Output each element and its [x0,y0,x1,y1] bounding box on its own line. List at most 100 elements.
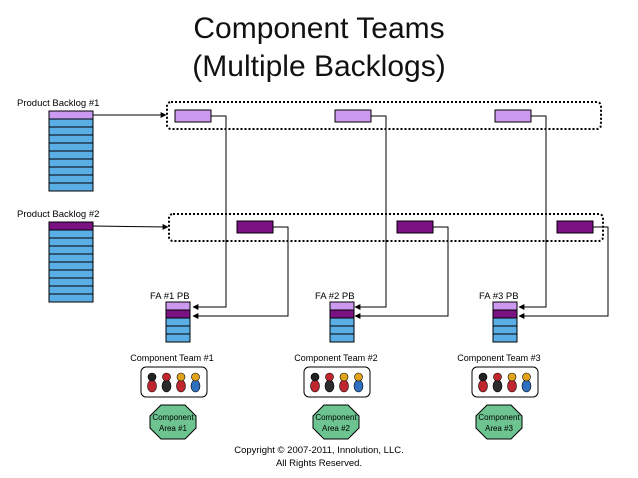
team3-pb-row-4 [492,325,518,335]
team2-person-1-head [310,372,320,382]
pb1-row-1 [48,110,94,120]
component-area-2-octagon [312,404,360,440]
team3-label: Component Team #3 [457,353,540,363]
component-area-2-line2: Area #2 [322,424,351,433]
component-area-1: Component Area #1 [149,404,197,440]
feature-row-1-container [166,101,602,130]
team2-person-2-head [325,372,334,382]
diagram-title-line1: Component Teams [193,12,444,45]
pb1-row-9 [48,174,94,184]
pb1-row-7 [48,158,94,168]
copyright-line2: All Rights Reserved. [276,458,362,469]
team1-person-4-body [190,379,201,393]
team1-person-3-body [176,379,186,393]
team3-members-box [471,366,539,398]
team2-pb-row-2 [329,309,355,319]
team1-person-2-body [161,379,172,393]
pb2-row-7 [48,269,94,279]
component-area-3: Component Area #3 [475,404,523,440]
team1-pb-row-2 [165,309,191,319]
team3-person-4 [521,372,532,393]
pb1-row-2 [48,118,94,128]
product-backlog-1-stack [48,110,94,192]
team3-frame [471,366,539,398]
pb1-row-10 [48,182,94,192]
pb2-row-4 [48,245,94,255]
team3-pb-row-5 [492,333,518,343]
team3-person-3 [507,372,517,393]
team3-product-backlog-stack [492,301,518,343]
team1-person-3-head [176,372,186,382]
team2-person-4-head [354,372,363,382]
team1-pb-row-3 [165,317,191,327]
team2-pb-label: FA #2 PB [315,291,355,302]
team1-person-2-head [162,372,171,382]
team3-person-1-head [478,372,488,382]
team1-frame [140,366,208,398]
team3-person-4-body [521,379,532,393]
team3-pb-row-3 [492,317,518,327]
feature-row2-item-1 [236,220,274,234]
component-area-3-octagon [475,404,523,440]
feature-row1-item-2 [334,109,372,123]
team2-person-2 [324,372,335,393]
component-area-3-line2: Area #3 [485,424,514,433]
component-area-1-octagon [149,404,197,440]
team2-person-4-body [353,379,364,393]
pb2-row-1 [48,221,94,231]
team1-person-1-head [147,372,157,382]
team3-person-2-body [492,379,503,393]
pb2-row-8 [48,277,94,287]
team2-person-3 [339,372,349,393]
pb2-row-6 [48,261,94,271]
product-backlog-2-stack [48,221,94,303]
pb2-row-9 [48,285,94,295]
team2-pb-row-5 [329,333,355,343]
diagram-title-line2: (Multiple Backlogs) [192,50,445,83]
row2-to-team2-connector [354,226,449,319]
feature-row2-item-3 [556,220,594,234]
feature-row1-item-3 [494,109,532,123]
team1-label: Component Team #1 [130,353,213,363]
pb2-to-row2-arrow [92,223,169,230]
row1-to-team1-connector [192,115,227,310]
pb2-row-2 [48,229,94,239]
team1-person-3 [176,372,186,393]
team2-pb-row-1 [329,301,355,311]
product-backlog-2-label: Product Backlog #2 [17,209,99,220]
team1-person-2 [161,372,172,393]
component-area-2: Component Area #2 [312,404,360,440]
copyright-line1: Copyright © 2007-2011, Innolution, LLC. [234,445,404,456]
row2-to-team3-connector [518,226,609,319]
team3-person-3-body [507,379,517,393]
team2-person-4 [353,372,364,393]
team1-members-box [140,366,208,398]
team2-frame [303,366,371,398]
team1-pb-row-5 [165,333,191,343]
team3-person-1 [478,372,488,393]
pb1-row-6 [48,150,94,160]
team3-person-2 [492,372,503,393]
team3-person-3-head [507,372,517,382]
product-backlog-1-label: Product Backlog #1 [17,98,99,109]
team1-person-1-body [147,379,157,393]
team1-person-1 [147,372,157,393]
team2-pb-row-4 [329,325,355,335]
pb1-row-3 [48,126,94,136]
team2-person-3-body [339,379,349,393]
component-area-1-line2: Area #1 [159,424,188,433]
pb1-row-8 [48,166,94,176]
row1-to-team2-connector [354,115,387,310]
pb1-row-4 [48,134,94,144]
team2-pb-row-3 [329,317,355,327]
pb2-row-5 [48,253,94,263]
component-area-1-line1: Component [152,413,194,422]
team3-pb-row-2 [492,309,518,319]
pb2-row-10 [48,293,94,303]
component-area-2-line1: Component [315,413,357,422]
team3-person-2-head [493,372,502,382]
team3-pb-row-1 [492,301,518,311]
team1-product-backlog-stack [165,301,191,343]
team3-person-1-body [478,379,488,393]
